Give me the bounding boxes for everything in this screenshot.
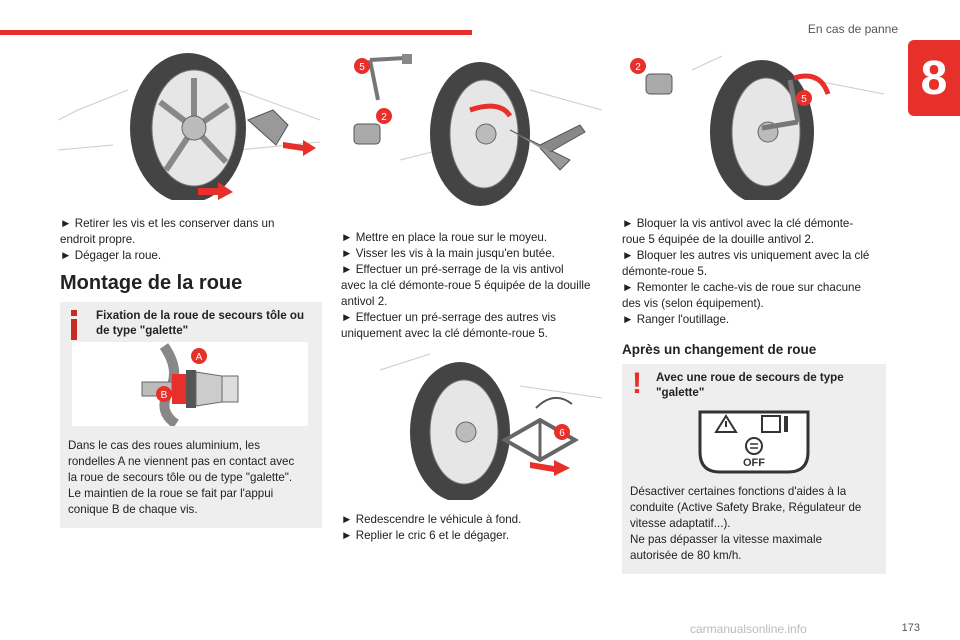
warning-title: Avec une roue de secours de type — [656, 371, 844, 384]
instruction-line: ► Mettre en place la roue sur le moyeu. — [341, 231, 548, 244]
wheel-removal-illustration — [58, 53, 320, 200]
warning-line: Désactiver certaines fonctions d'aides à… — [630, 485, 847, 498]
badge-2: 2 — [635, 62, 641, 73]
instruction-line: ► Redescendre le véhicule à fond. — [341, 513, 522, 526]
info-title: Fixation de la roue de secours tôle ou — [96, 309, 305, 322]
mounting-instructions: ► Mettre en place la roue sur le moyeu. … — [341, 230, 603, 342]
badge-5: 5 — [359, 62, 365, 73]
watermark: carmanualsonline.info — [690, 622, 807, 636]
warning-line: Ne pas dépasser la vitesse maximale — [630, 533, 823, 546]
header-red-bar — [0, 30, 472, 35]
instruction-line: ► Replier le cric 6 et le dégager. — [341, 529, 510, 542]
badge-2: 2 — [381, 112, 387, 123]
warning-line: autorisée de 80 km/h. — [630, 549, 742, 562]
badge-6: 6 — [559, 428, 565, 439]
label-a: A — [196, 352, 203, 363]
info-box-spare-wheel: Fixation de la roue de secours tôle ou d… — [60, 302, 322, 528]
instruction-line: démonte-roue 5. — [622, 265, 708, 278]
instruction-line: endroit propre. — [60, 233, 136, 246]
instruction-line: ► Visser les vis à la main jusqu'en buté… — [341, 247, 555, 260]
warning-line: vitesse adaptatif...). — [630, 517, 731, 530]
instruction-line: ► Ranger l'outillage. — [622, 313, 730, 326]
instruction-line: des vis (selon équipement). — [622, 297, 764, 310]
wheel-mounting-illustration: 5 2 — [353, 54, 602, 206]
instruction-line: uniquement avec la clé démonte-roue 5. — [341, 327, 548, 340]
instruction-line: roue 5 équipée de la douille antivol 2. — [622, 233, 815, 246]
warning-line: conduite (Active Safety Brake, Régulateu… — [630, 501, 862, 514]
warning-box-spare-wheel: ! Avec une roue de secours de type "gale… — [622, 364, 886, 574]
info-line: rondelles A ne viennent pas en contact a… — [68, 455, 295, 468]
instruction-line: ► Dégager la roue. — [60, 249, 162, 262]
page-number: 173 — [901, 622, 920, 634]
info-body: Dans le cas des roues aluminium, les ron… — [68, 438, 318, 518]
info-title: de type "galette" — [96, 324, 189, 337]
instruction-line: antivol 2. — [341, 295, 388, 308]
info-icon — [71, 310, 77, 340]
tightening-instructions: ► Bloquer la vis antivol avec la clé dém… — [622, 216, 888, 328]
off-label: OFF — [743, 457, 765, 469]
instruction-line: ► Effectuer un pré-serrage des autres vi… — [341, 311, 556, 324]
after-change-heading: Après un changement de roue — [622, 342, 817, 357]
chapter-number-tab: 8 — [908, 40, 960, 116]
instruction-line: avec la clé démonte-roue 5 équipée de la… — [341, 279, 591, 292]
section-title: En cas de panne — [807, 22, 898, 36]
badge-5: 5 — [801, 94, 807, 105]
warning-body: Désactiver certaines fonctions d'aides à… — [630, 484, 882, 564]
instruction-line: ► Retirer les vis et les conserver dans … — [60, 217, 275, 230]
info-line: conique B de chaque vis. — [68, 503, 198, 516]
info-line: la roue de secours tôle ou de type "gale… — [68, 471, 293, 484]
mounting-heading: Montage de la roue — [60, 272, 243, 294]
wheel-bolt-illustration: A B — [72, 342, 308, 426]
instruction-line: ► Bloquer la vis antivol avec la clé dém… — [622, 217, 854, 230]
label-b: B — [161, 390, 168, 401]
instruction-line: ► Bloquer les autres vis uniquement avec… — [622, 249, 870, 262]
info-line: Dans le cas des roues aluminium, les — [68, 439, 261, 452]
removal-instructions: ► Retirer les vis et les conserver dans … — [60, 216, 322, 264]
instruction-line: ► Effectuer un pré-serrage de la vis ant… — [341, 263, 564, 276]
jack-lowering-illustration: 6 — [379, 353, 602, 500]
lowering-instructions: ► Redescendre le véhicule à fond. ► Repl… — [341, 512, 603, 544]
adas-off-button-icon: OFF — [698, 410, 810, 474]
warning-icon: ! — [632, 367, 642, 400]
instruction-line: ► Remonter le cache-vis de roue sur chac… — [622, 281, 861, 294]
bolt-tightening-illustration: 2 5 — [630, 55, 884, 200]
warning-title: "galette" — [656, 386, 705, 399]
info-line: Le maintien de la roue se fait par l'app… — [68, 487, 274, 500]
